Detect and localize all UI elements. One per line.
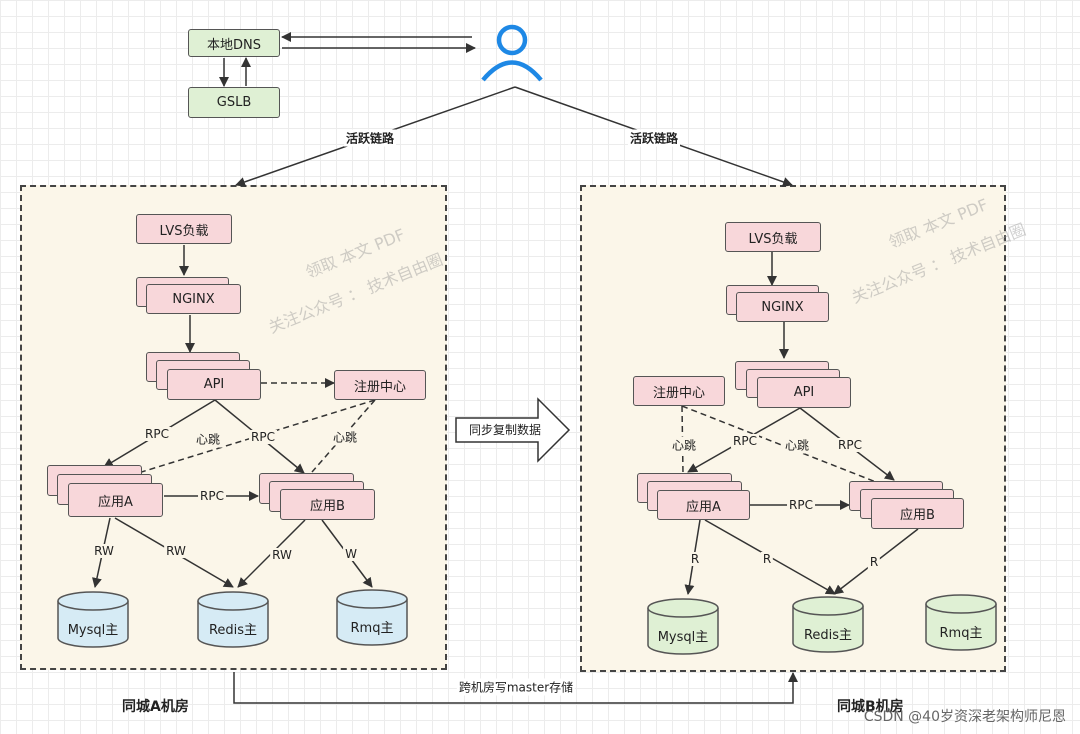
lvs-a-box: LVS负载 [136,214,232,244]
room-a-zone [20,185,447,670]
room-b-r-mysql: R [688,552,702,566]
cross-room-write-label: 跨机房写master存储 [456,678,576,696]
gslb-box: GSLB [188,87,280,118]
room-a-title: 同城A机房 [122,699,189,715]
api-a-box: API [167,369,261,400]
redis-b-label: Redis主 [804,628,852,643]
csdn-footer: CSDN @40岁资深老架构师尼恩 [863,709,1066,725]
room-b-heartbeat-app-b: 心跳 [782,436,812,454]
app-b-b-box: 应用B [871,498,964,529]
rmq-a-label: Rmq主 [351,621,394,636]
room-a-rw-redis-1: RW [164,544,188,558]
registry-b-box: 注册中心 [633,376,725,406]
active-link-right-label: 活跃链路 [627,129,681,147]
room-a-rpc-a-b: RPC [198,489,226,503]
registry-a-box: 注册中心 [334,370,426,400]
redis-a-label: Redis主 [209,623,257,638]
active-link-left-label: 活跃链路 [343,129,397,147]
room-a-rpc-api-a: RPC [143,427,171,441]
room-a-heartbeat-app-a: 心跳 [193,430,223,448]
rmq-b-label: Rmq主 [940,626,983,641]
nginx-b-box: NGINX [736,292,829,322]
room-a-rpc-api-b: RPC [249,430,277,444]
room-b-rpc-a-b: RPC [787,498,815,512]
sync-arrow-shape [455,397,571,463]
app-a-b-box: 应用A [657,490,750,520]
app-a-a-box: 应用A [68,483,163,517]
room-a-rw-mysql: RW [92,544,116,558]
local-dns-box: 本地DNS [188,29,280,57]
lvs-b-box: LVS负载 [725,222,821,252]
room-b-zone [580,185,1006,672]
room-b-title: 同城B机房 [837,699,904,715]
app-b-a-box: 应用B [280,489,375,520]
sync-label: 同步复制数据 [469,422,541,437]
user-icon [481,24,543,82]
room-b-r-redis-1: R [760,552,774,566]
api-b-box: API [757,377,851,408]
room-b-heartbeat-app-a: 心跳 [669,436,699,454]
room-b-rpc-api-b: RPC [836,438,864,452]
mysql-a-label: Mysql主 [68,623,119,638]
mysql-b-label: Mysql主 [658,630,709,645]
room-b-r-redis-2: R [867,555,881,569]
nginx-a-box: NGINX [146,284,241,314]
room-a-heartbeat-app-b: 心跳 [330,428,360,446]
room-a-rw-redis-2: RW [270,548,294,562]
room-a-w-rmq: W [343,547,359,561]
room-b-rpc-api-a: RPC [731,434,759,448]
